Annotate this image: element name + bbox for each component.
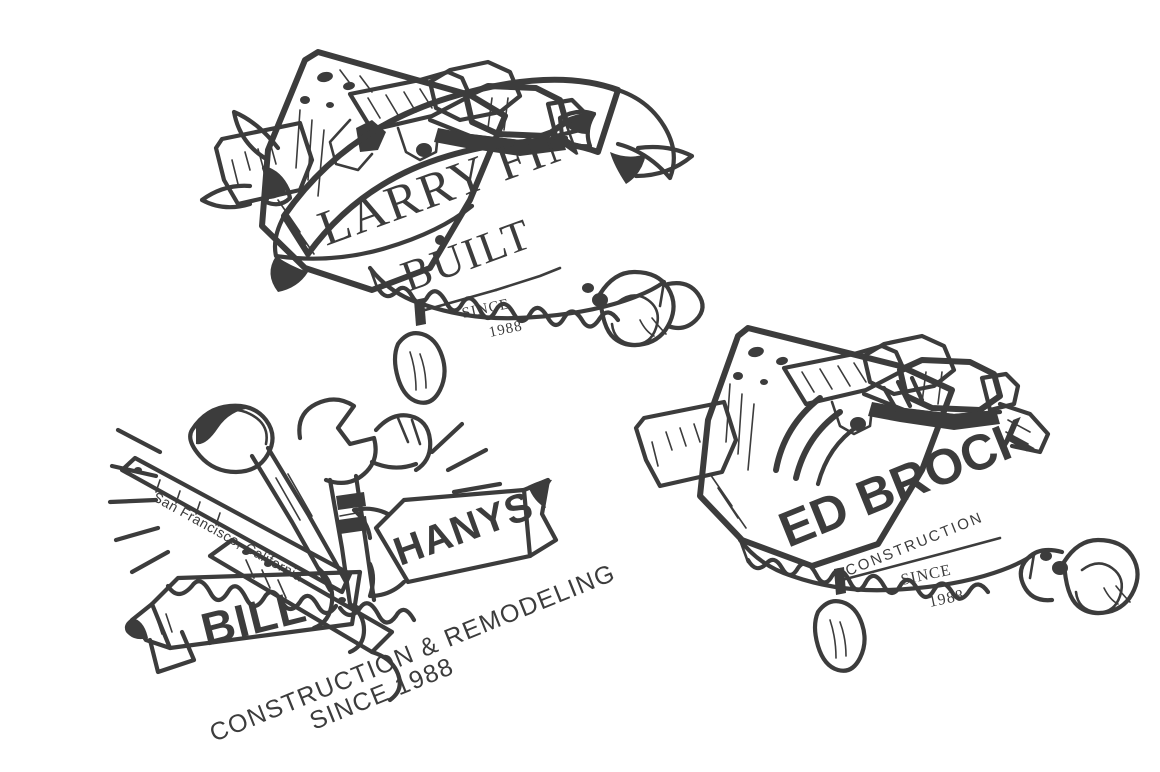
saw-handle-icon	[582, 269, 705, 348]
swoosh-arcs-icon	[773, 395, 861, 487]
burst-lines-icon	[107, 421, 503, 575]
nail-rule-icon-right	[834, 536, 1002, 595]
since-year-larry: 1988	[488, 318, 525, 341]
wood-chip-icon	[392, 331, 447, 405]
diamond-dot-separator-icon	[435, 235, 445, 245]
ruler-icon-right	[633, 399, 739, 489]
saw-handle-icon-right	[1018, 537, 1140, 616]
nail-rule-icon	[414, 266, 562, 326]
ribbon-banner-hanys	[351, 477, 559, 599]
handsaw-icon-right	[737, 537, 1140, 616]
speed-lines-icon	[881, 375, 925, 415]
wrench-icon	[297, 397, 378, 655]
ribbon-banner-bill	[124, 569, 363, 675]
chisel-icon	[369, 413, 433, 473]
ribbon-banner-larry-fin	[199, 76, 695, 292]
wood-chip-icon-right	[812, 599, 867, 673]
tool-cluster-top-right	[781, 333, 1051, 455]
